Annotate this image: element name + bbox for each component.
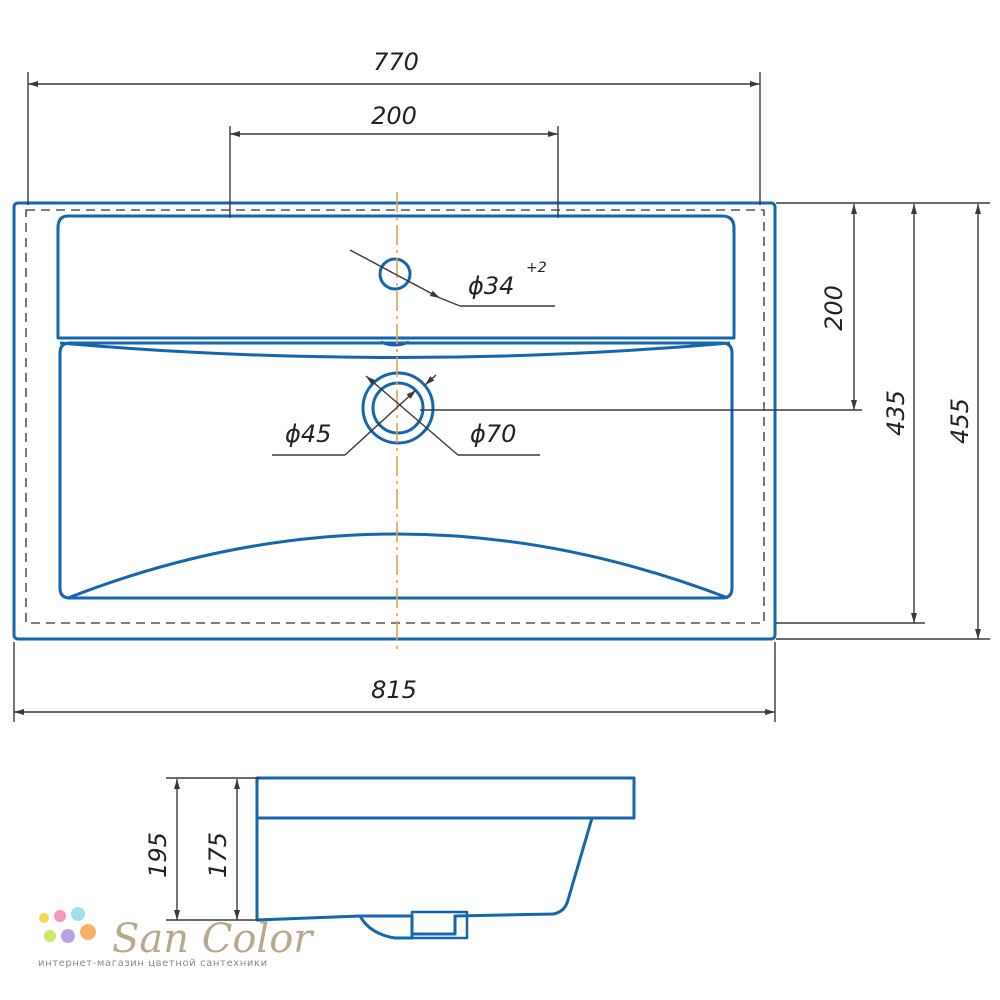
dim-text-drain-45: ϕ45	[285, 420, 331, 448]
dim-text-175: 175	[204, 832, 232, 878]
drain-inner-ring	[371, 381, 425, 435]
sink-deck-outline	[56, 214, 736, 340]
dim-text-faucet-tolerance: +2	[526, 260, 547, 276]
leader-faucet-hole	[349, 249, 441, 299]
brand-tagline: интернет-магазин цветной сантехники	[38, 958, 268, 969]
side-view-siphon	[358, 915, 414, 940]
overflow-slot	[380, 340, 410, 347]
basin-lip	[59, 341, 731, 359]
dim-text-drain-offset: 200	[820, 285, 848, 331]
brand-dot	[71, 907, 85, 921]
dim-text-195: 195	[144, 832, 172, 878]
leader-drain-70	[365, 375, 459, 456]
brand-dot	[54, 910, 66, 922]
brand-logo: San Color интернет-магазин цветной санте…	[38, 907, 315, 969]
brand-dot	[44, 930, 56, 942]
basin-bottom-curve	[67, 532, 729, 600]
brand-name: San Color	[112, 916, 315, 962]
top-view	[12, 192, 777, 650]
dim-text-435: 435	[882, 390, 910, 436]
brand-dot	[39, 913, 49, 923]
leader-drain-45	[344, 389, 417, 456]
drain-outer-ring	[361, 371, 435, 445]
side-view-drain	[410, 910, 469, 940]
side-view-dimensions	[166, 777, 260, 921]
dim-text-455: 455	[946, 398, 974, 444]
dim-text-770: 770	[373, 48, 419, 76]
side-view	[255, 776, 636, 940]
top-view-dimensions	[13, 72, 990, 722]
dim-text-faucet-hole: ϕ34	[468, 272, 514, 300]
faucet-hole	[378, 257, 412, 291]
dim-text-815: 815	[371, 676, 417, 704]
basin-outline	[58, 341, 734, 600]
brand-dots	[39, 907, 96, 943]
sink-dashed-edge	[25, 209, 765, 624]
dim-text-drain-70: ϕ70	[470, 420, 516, 448]
brand-dot	[61, 929, 75, 943]
brand-dot	[80, 924, 96, 940]
dim-text-faucet-spacing: 200	[371, 102, 417, 130]
side-view-body	[255, 776, 636, 936]
sink-outer-outline	[12, 201, 777, 641]
